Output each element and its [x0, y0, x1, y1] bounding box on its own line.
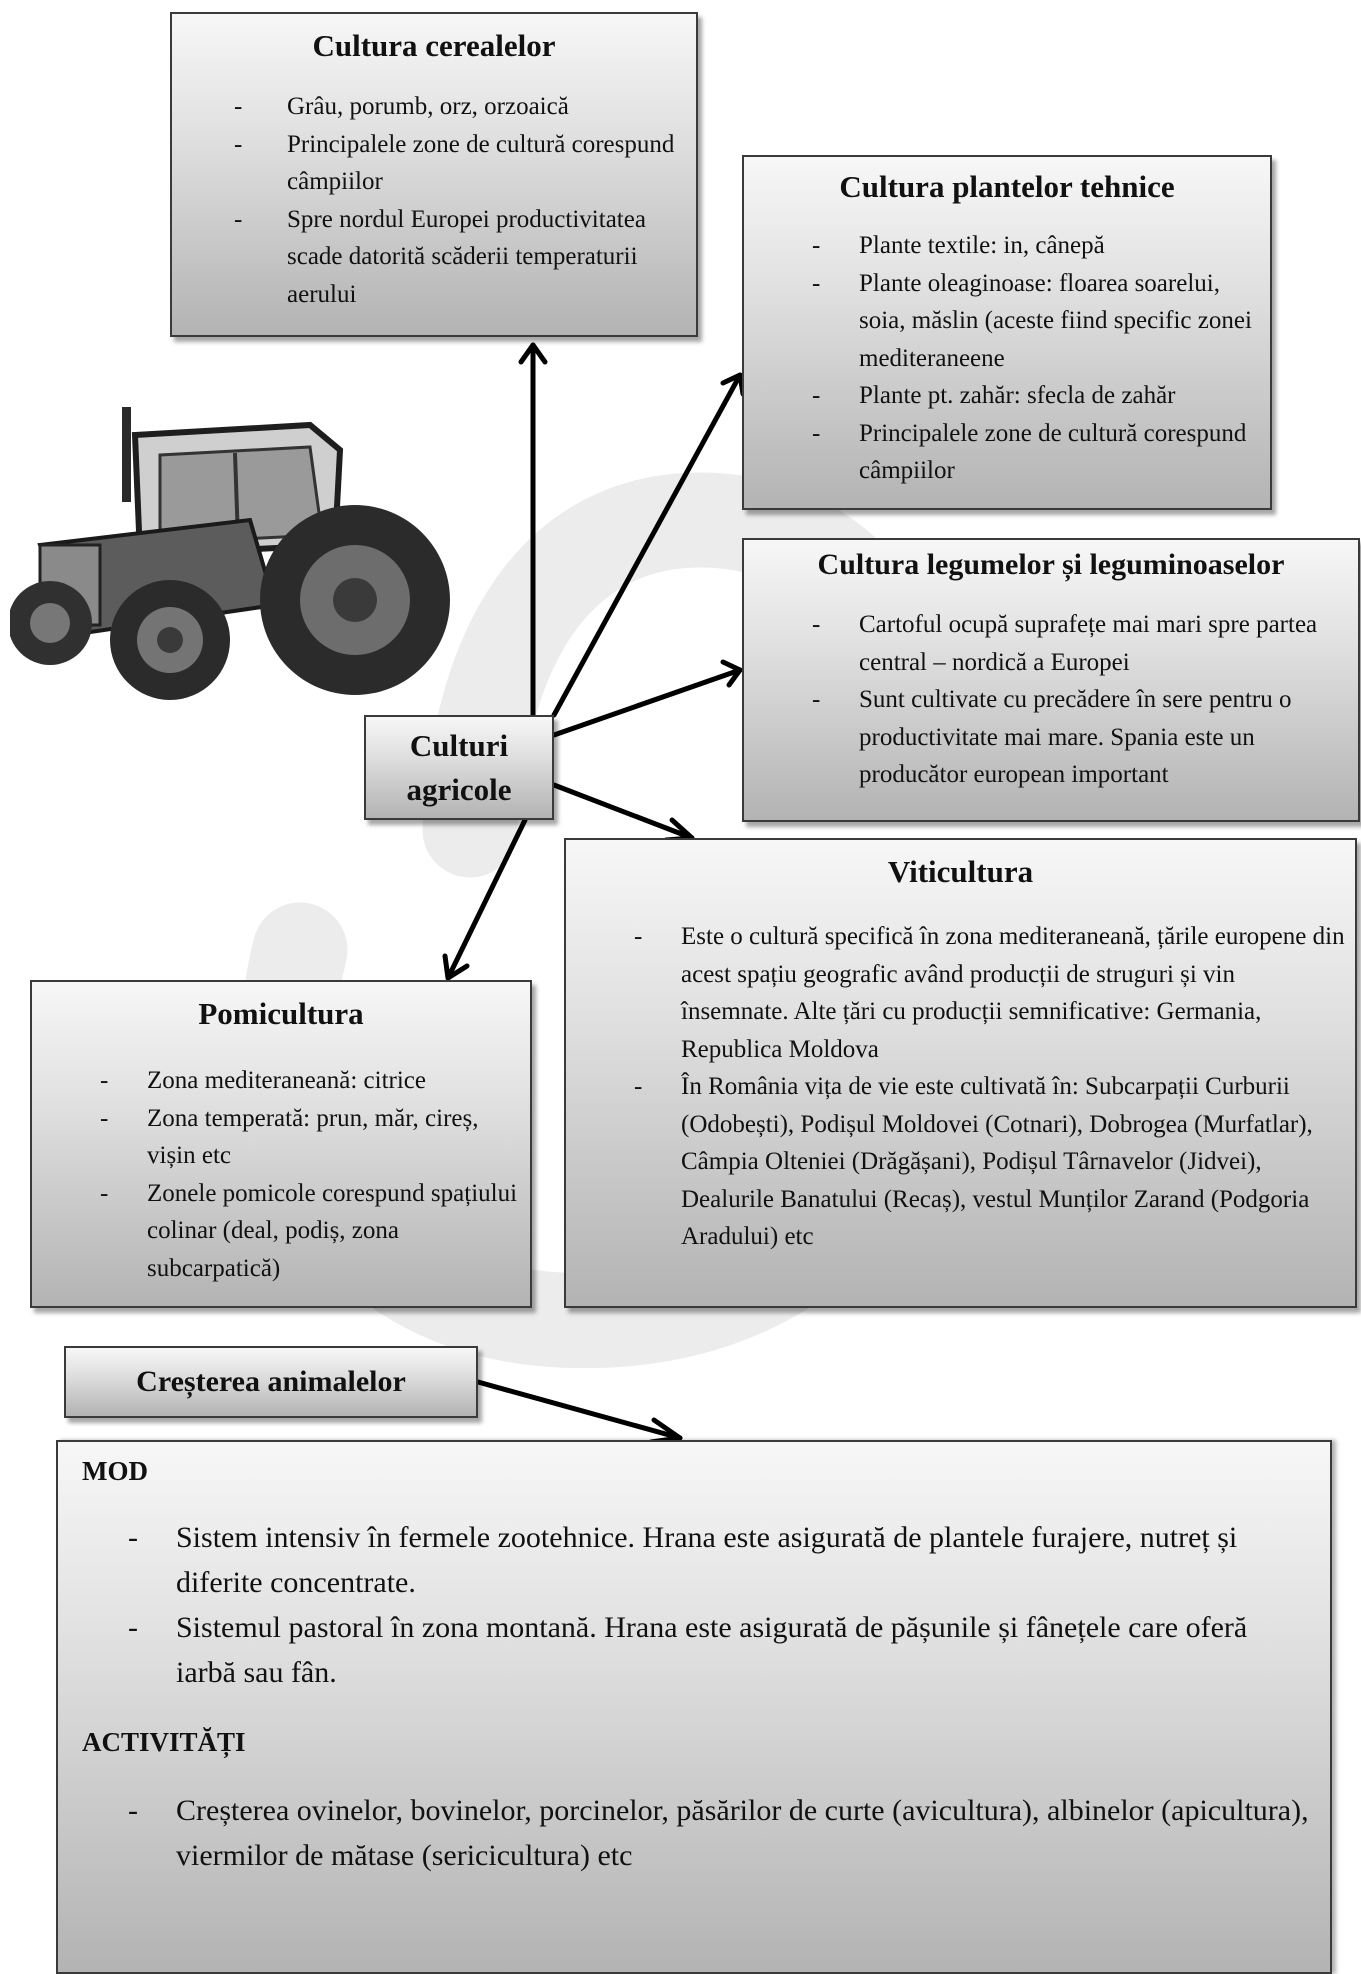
tehnice-list: Plante textile: in, cânepă Plante oleagi…	[744, 227, 1270, 490]
viticultura-box: Viticultura Este o cultură specifică în …	[564, 838, 1357, 1308]
activitati-heading: ACTIVITĂȚI	[82, 1727, 246, 1757]
crestere-animalelor-title: Creșterea animalelor	[136, 1365, 406, 1398]
arrow-to-tehnice	[551, 372, 746, 718]
arrow-to-cereale	[518, 342, 548, 718]
pomicultura-title: Pomicultura	[198, 996, 364, 1031]
arrow-to-pomicultura	[442, 817, 528, 981]
list-item: Zona temperată: prun, măr, cireș, vișin …	[32, 1100, 530, 1175]
legume-title: Cultura legumelor și leguminoaselor	[817, 548, 1285, 581]
pomicultura-list: Zona mediteraneană: citrice Zona tempera…	[32, 1062, 530, 1287]
arrow-to-mod	[475, 1379, 683, 1445]
tractor-exhaust	[122, 407, 131, 502]
central-node-label: Culturi agricole	[406, 724, 511, 812]
list-item: Principalele zone de cultură corespund c…	[744, 415, 1270, 490]
cereale-box: Cultura cerealelor Grâu, porumb, orz, or…	[170, 12, 698, 337]
cereale-list: Grâu, porumb, orz, orzoaică Principalele…	[172, 88, 696, 313]
pomicultura-box: Pomicultura Zona mediteraneană: citrice …	[30, 980, 532, 1308]
viticultura-list: Este o cultură specifică în zona mediter…	[566, 918, 1355, 1256]
central-line-2: agricole	[406, 771, 512, 807]
list-item: Este o cultură specifică în zona mediter…	[566, 918, 1355, 1068]
list-item: Creșterea ovinelor, bovinelor, porcinelo…	[58, 1788, 1330, 1878]
tehnice-title: Cultura plantelor tehnice	[839, 169, 1175, 204]
list-item: Sistem intensiv în fermele zootehnice. H…	[58, 1515, 1330, 1605]
list-item: Cartoful ocupă suprafețe mai mari spre p…	[744, 606, 1358, 681]
mod-activitati-box: MOD Sistem intensiv în fermele zootehnic…	[56, 1440, 1332, 1974]
central-node: Culturi agricole	[364, 715, 554, 820]
list-item: Plante oleaginoase: floarea soarelui, so…	[744, 265, 1270, 378]
list-item: În România vița de vie este cultivată în…	[566, 1068, 1355, 1256]
list-item: Sistemul pastoral în zona montană. Hrana…	[58, 1605, 1330, 1695]
list-item: Grâu, porumb, orz, orzoaică	[172, 88, 696, 126]
arrow-to-legume	[551, 659, 743, 738]
tractor-image	[10, 407, 450, 700]
crestere-animalelor-box: Creșterea animalelor	[64, 1346, 478, 1418]
list-item: Zona mediteraneană: citrice	[32, 1062, 530, 1100]
cereale-title: Cultura cerealelor	[312, 28, 556, 63]
arrow-to-viticultura	[551, 782, 695, 843]
activitati-list: Creșterea ovinelor, bovinelor, porcinelo…	[58, 1788, 1330, 1878]
legume-list: Cartoful ocupă suprafețe mai mari spre p…	[744, 606, 1358, 794]
list-item: Principalele zone de cultură corespund c…	[172, 126, 696, 201]
central-line-1: Culturi	[409, 727, 509, 763]
legume-box: Cultura legumelor și leguminoaselor Cart…	[742, 538, 1360, 822]
list-item: Sunt cultivate cu precădere în sere pent…	[744, 681, 1358, 794]
list-item: Plante pt. zahăr: sfecla de zahăr	[744, 377, 1270, 415]
list-item: Zonele pomicole corespund spațiului coli…	[32, 1175, 530, 1288]
tehnice-box: Cultura plantelor tehnice Plante textile…	[742, 155, 1272, 510]
mod-list: Sistem intensiv în fermele zootehnice. H…	[58, 1515, 1330, 1695]
viticultura-title: Viticultura	[887, 854, 1034, 889]
list-item: Spre nordul Europei productivitatea scad…	[172, 201, 696, 314]
mod-heading: MOD	[82, 1456, 148, 1486]
list-item: Plante textile: in, cânepă	[744, 227, 1270, 265]
